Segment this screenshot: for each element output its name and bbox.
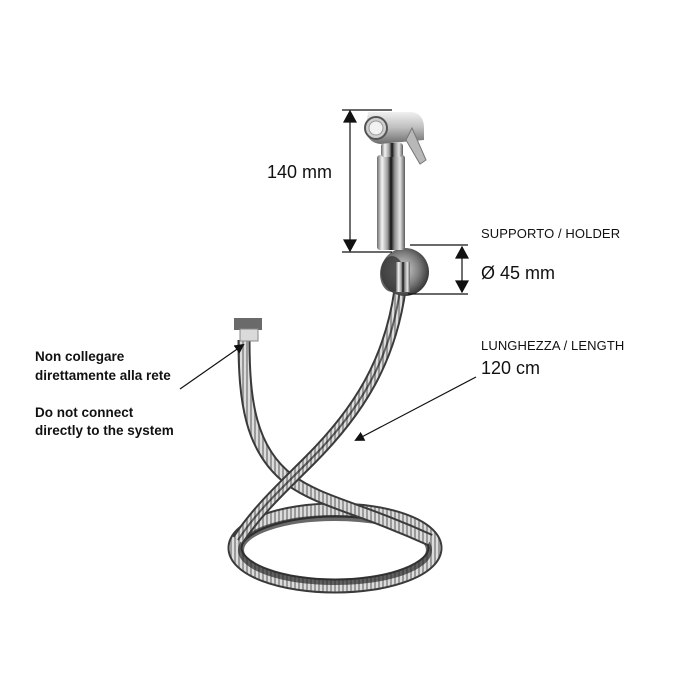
length-value: 120 cm <box>481 358 541 378</box>
warning-it-line1: Non collegare <box>35 349 125 364</box>
holder-title: SUPPORTO / HOLDER <box>481 226 621 241</box>
hose-connector-nut <box>234 318 262 342</box>
height-dimension-line <box>342 109 392 253</box>
warning-en-line2: directly to the system <box>35 423 174 438</box>
height-label: 140 mm <box>267 162 333 182</box>
flexible-hose <box>227 289 443 594</box>
holder-diameter-label: Ø 45 mm <box>481 263 556 283</box>
warning-arrow <box>179 343 245 390</box>
warning-it-line2: direttamente alla rete <box>35 368 171 383</box>
hand-shower <box>364 112 427 250</box>
wall-holder <box>380 248 429 296</box>
holder-dimension-line <box>408 244 470 295</box>
warning-en-line1: Do not connect <box>35 405 134 420</box>
length-arrow <box>354 376 477 441</box>
length-title: LUNGHEZZA / LENGTH <box>481 338 625 353</box>
